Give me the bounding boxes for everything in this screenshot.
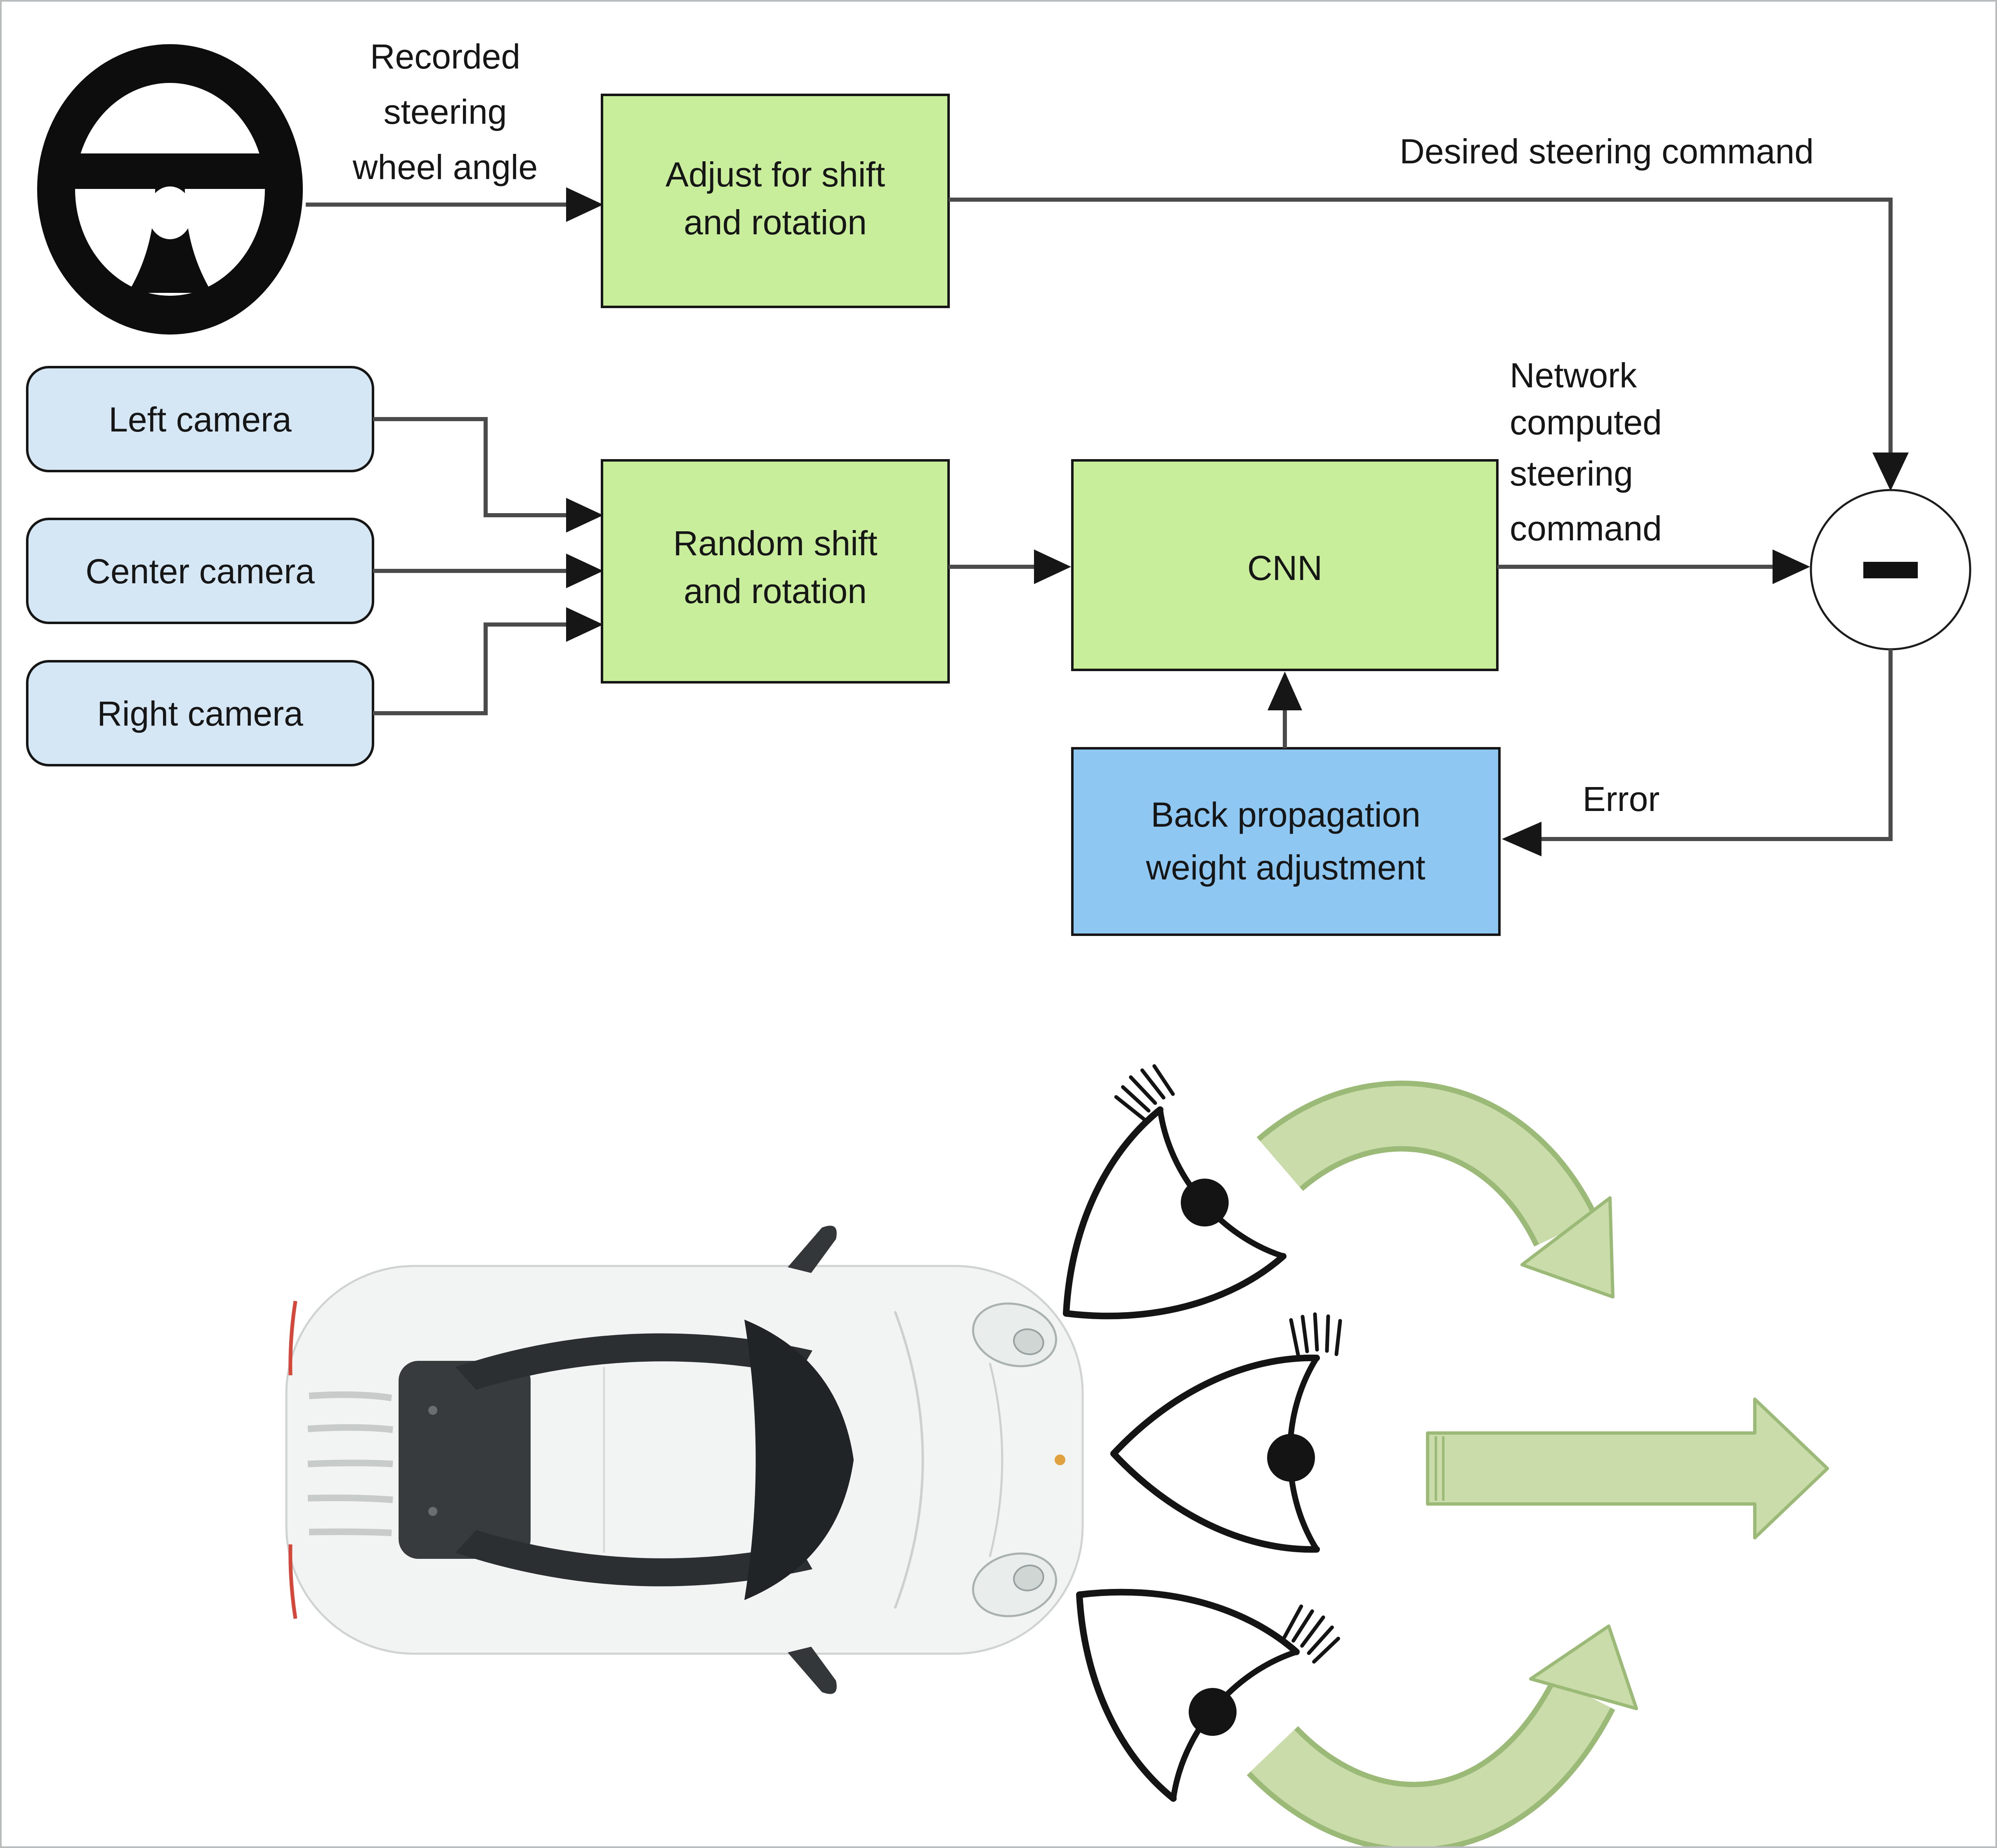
center-camera-arrowhead [566, 554, 603, 588]
car-hood-seam [894, 1311, 924, 1609]
camera-box-right-label: Right camera [97, 694, 303, 733]
car-front-seam [989, 1362, 1003, 1557]
car-rear-vent-slat [307, 1424, 393, 1433]
car-rear-vent-slat [309, 1528, 392, 1536]
car-engine-pin [428, 1406, 437, 1415]
error-connector [1541, 649, 1893, 841]
backprop-box: Back propagation weight adjustment [1071, 747, 1501, 936]
minus-sign [1863, 562, 1918, 578]
eye-icon-middle [1114, 1314, 1340, 1549]
desired-command-arrowhead [1872, 453, 1909, 491]
camera-box-center: Center camera [26, 518, 374, 624]
network-label-line2: computed [1510, 403, 1662, 442]
car-rear-vent-slat [307, 1459, 393, 1467]
left-camera-arrowhead [566, 498, 603, 533]
network-label-line3: steering [1510, 454, 1633, 493]
cnn-box-rect [1071, 459, 1499, 671]
car-mirror-bottom [788, 1647, 837, 1694]
curved-arrow-left-head [1520, 1196, 1615, 1299]
random-shift-label-line1: Random shift [673, 524, 878, 563]
wheel-crossbar [64, 153, 276, 189]
car-windshield [744, 1320, 854, 1600]
minus-circle-icon [1810, 489, 1971, 651]
car-taillight-bottom [288, 1544, 297, 1619]
cnn-box-label: CNN [1247, 549, 1322, 587]
backprop-label-line1: Back propagation [1151, 795, 1421, 834]
camera-box-left: Left camera [26, 366, 374, 472]
car-engine-pin [428, 1507, 437, 1516]
adjust-box-label-line2: and rotation [684, 203, 867, 242]
cnn-box: CNN [1071, 459, 1499, 671]
car-engine-cover [399, 1361, 531, 1559]
car-top-view [285, 1226, 1084, 1694]
random-shift-box-rect [601, 459, 950, 684]
backprop-box-rect [1071, 747, 1501, 936]
recorded-label-line1: Recorded [370, 37, 520, 76]
wheel-hub [148, 186, 192, 239]
straight-arrow [1426, 1398, 1829, 1539]
curved-arrow-right-head [1529, 1624, 1638, 1710]
wheel-stem [128, 189, 212, 293]
car-side-glass-top [456, 1333, 812, 1390]
curved-arrow-left-turn [1256, 1080, 1615, 1299]
network-label-line4: command [1510, 509, 1662, 548]
recorded-label-line3: wheel angle [352, 148, 538, 186]
wheel-to-adjust-arrowhead [566, 187, 603, 222]
car-headlight-top [972, 1302, 1058, 1367]
random-to-cnn-arrowhead [1034, 549, 1071, 584]
car-rear-vent-slat [307, 1494, 393, 1503]
right-camera-arrowhead [566, 607, 603, 642]
car-taillight-top [288, 1301, 297, 1376]
camera-box-left-label: Left camera [109, 400, 292, 439]
straight-arrow-shape [1426, 1398, 1829, 1539]
adjust-box-rect [601, 94, 950, 308]
curved-arrow-right-band [1251, 1680, 1610, 1846]
camera-box-right: Right camera [26, 660, 374, 766]
backprop-to-cnn-arrowhead [1268, 672, 1302, 710]
left-camera-connector [373, 417, 566, 517]
adjust-box: Adjust for shift and rotation [601, 94, 950, 308]
car-rear-vent-slat [309, 1391, 392, 1401]
network-label-line1: Network [1510, 356, 1637, 395]
curved-arrow-left-band [1260, 1086, 1593, 1245]
random-shift-box: Random shift and rotation [601, 459, 950, 684]
error-label: Error [1583, 780, 1660, 818]
desired-command-label: Desired steering command [1400, 132, 1814, 171]
recorded-label-line2: steering [384, 92, 507, 131]
curved-arrow-right-turn [1246, 1624, 1638, 1846]
car-mirror-top [788, 1226, 837, 1273]
camera-box-center-label: Center camera [85, 552, 315, 591]
right-camera-connector [373, 622, 566, 715]
backprop-label-line2: weight adjustment [1145, 848, 1425, 887]
car-side-glass-bottom [456, 1530, 812, 1586]
car-side-marker [1055, 1454, 1065, 1465]
cnn-to-minus-arrowhead [1773, 549, 1810, 584]
car-headlight-bottom [972, 1552, 1058, 1617]
steering-wheel-icon [37, 44, 303, 335]
error-arrowhead [1502, 822, 1541, 856]
random-shift-label-line2: and rotation [684, 572, 867, 610]
adjust-box-label-line1: Adjust for shift [666, 155, 885, 194]
desired-command-line [949, 198, 1893, 453]
